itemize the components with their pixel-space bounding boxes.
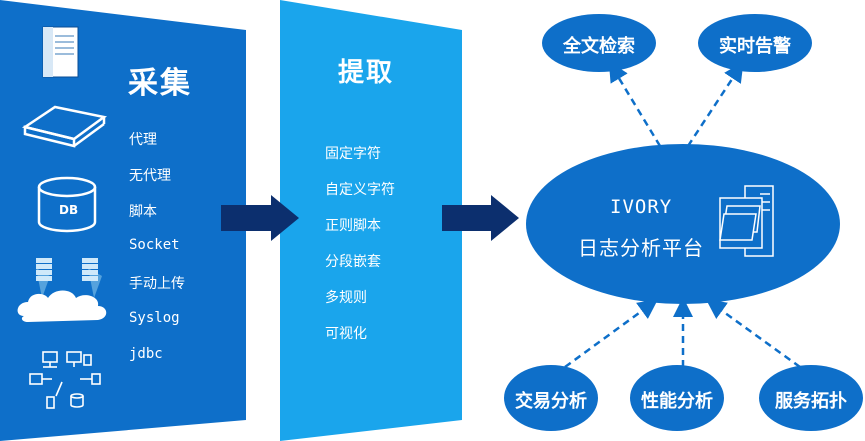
extract-item: 分段嵌套	[325, 254, 381, 270]
platform-name: IVORY	[610, 196, 673, 218]
extract-item: 多规则	[325, 290, 367, 306]
extract-item: 固定字符	[325, 146, 381, 162]
node-label-performance-analysis: 性能分析	[641, 391, 713, 412]
rack-server-icon	[21, 105, 108, 148]
network-devices-icon	[29, 351, 101, 409]
node-service-topology	[759, 365, 863, 431]
connector-to-fulltext-search	[608, 61, 662, 147]
db-icon-label: DB	[59, 203, 79, 217]
collect-item: 代理	[129, 132, 157, 148]
collect-item: 手动上传	[129, 276, 185, 292]
connector-from-service-topology	[705, 299, 801, 369]
node-label-transaction-analysis: 交易分析	[515, 391, 587, 412]
collect-item: 无代理	[129, 168, 171, 184]
node-label-fulltext-search: 全文检索	[563, 36, 635, 57]
collect-panel	[0, 0, 246, 441]
extract-title: 提取	[338, 58, 395, 88]
document-stack-icon	[719, 185, 774, 257]
node-label-service-topology: 服务拓扑	[775, 391, 847, 412]
server-icon	[42, 26, 79, 78]
node-transaction-analysis	[504, 365, 598, 431]
collect-item: jdbc	[129, 346, 163, 362]
collect-item: 脚本	[129, 204, 157, 220]
platform-subtitle: 日志分析平台	[578, 236, 704, 260]
connector-to-realtime-alert	[686, 61, 744, 147]
extract-item: 自定义字符	[325, 182, 395, 198]
extract-item: 正则脚本	[325, 218, 381, 234]
platform-ellipse	[526, 144, 840, 304]
node-fulltext-search	[542, 14, 656, 72]
node-label-realtime-alert: 实时告警	[719, 36, 791, 57]
node-realtime-alert	[698, 14, 812, 72]
node-performance-analysis	[630, 365, 724, 431]
collect-item: Syslog	[129, 310, 180, 326]
database-icon	[37, 176, 97, 233]
connector-from-transaction-analysis	[564, 299, 659, 369]
collect-title: 采集	[128, 66, 192, 101]
extract-item: 可视化	[325, 326, 367, 342]
arrow-right-icon	[442, 195, 519, 241]
extract-panel	[280, 0, 462, 441]
collect-item: Socket	[129, 237, 180, 253]
cloud-servers-icon	[17, 258, 107, 322]
arrow-right-icon	[221, 195, 299, 241]
